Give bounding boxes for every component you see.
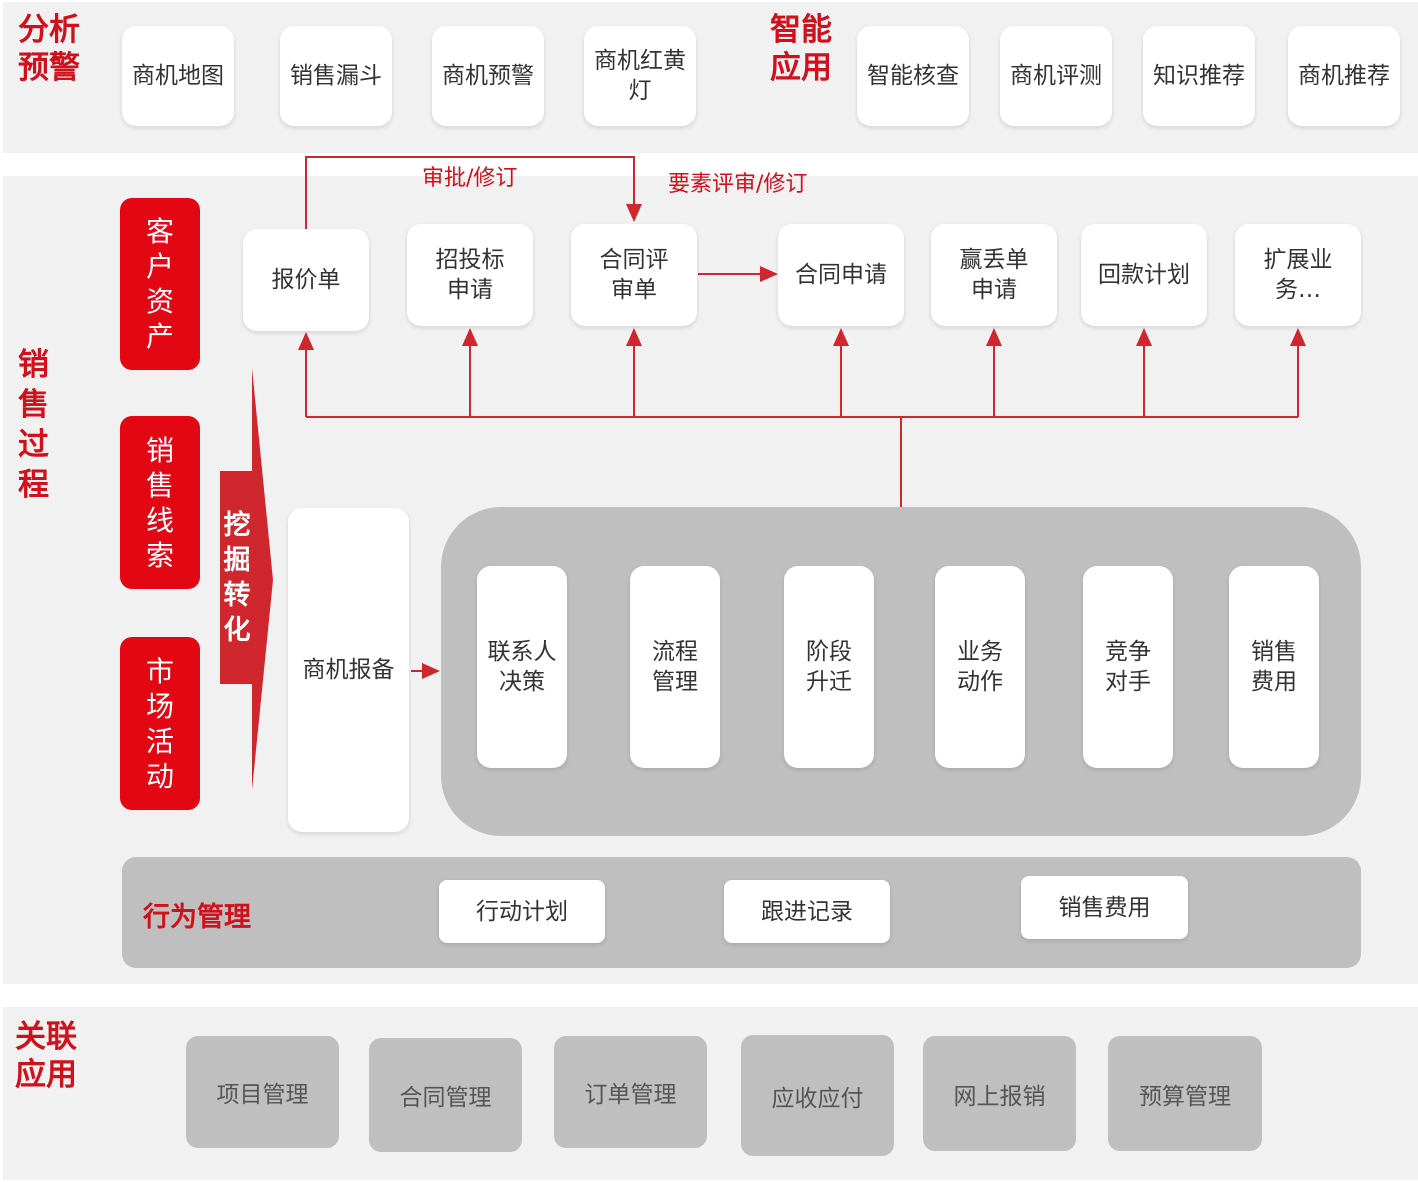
behavior-follow-up[interactable]: 跟进记录 (724, 880, 890, 943)
related-item[interactable]: 网上报销 (923, 1036, 1076, 1151)
module-stage[interactable]: 阶段升迁 (784, 566, 874, 768)
source-sales-leads[interactable]: 销售线索 (120, 416, 200, 589)
doc-contract-review[interactable]: 合同评审单 (571, 224, 697, 326)
doc-quote[interactable]: 报价单 (243, 229, 369, 331)
smart-item[interactable]: 智能核查 (857, 26, 969, 126)
modules-panel (441, 507, 1361, 836)
related-title: 关联应用 (15, 1019, 77, 1093)
opportunity-report[interactable]: 商机报备 (288, 508, 409, 832)
doc-win-loss[interactable]: 赢丢单申请 (931, 224, 1057, 326)
approve-label: 审批/修订 (422, 166, 518, 191)
module-contacts[interactable]: 联系人决策 (477, 566, 567, 768)
related-item[interactable]: 合同管理 (369, 1038, 522, 1152)
module-process[interactable]: 流程管理 (630, 566, 720, 768)
doc-payment-plan[interactable]: 回款计划 (1081, 224, 1207, 326)
behavior-expenses[interactable]: 销售费用 (1021, 876, 1188, 939)
smart-item[interactable]: 商机评测 (1000, 26, 1112, 126)
smart-item[interactable]: 商机推荐 (1288, 26, 1400, 126)
smart-item[interactable]: 知识推荐 (1143, 26, 1255, 126)
analysis-item[interactable]: 销售漏斗 (280, 26, 392, 126)
behavior-action-plan[interactable]: 行动计划 (439, 880, 605, 943)
doc-extended[interactable]: 扩展业务… (1235, 224, 1361, 326)
doc-bid[interactable]: 招投标申请 (407, 224, 533, 326)
related-item[interactable]: 预算管理 (1108, 1036, 1262, 1151)
smart-title: 智能应用 (770, 12, 832, 86)
module-competitors[interactable]: 竞争对手 (1083, 566, 1173, 768)
analysis-title: 分析预警 (18, 12, 80, 86)
source-market-activity[interactable]: 市场活动 (120, 637, 200, 810)
convert-label: 挖掘转化 (223, 510, 251, 646)
module-actions[interactable]: 业务动作 (935, 566, 1025, 768)
sales-process-title: 销售过程 (18, 347, 49, 503)
behavior-title: 行为管理 (143, 902, 251, 933)
convert-arrow-head (252, 368, 273, 790)
related-item[interactable]: 应收应付 (741, 1035, 894, 1156)
convert-arrow-body (220, 471, 253, 684)
analysis-item[interactable]: 商机地图 (122, 26, 234, 126)
review-label: 要素评审/修订 (668, 172, 808, 197)
doc-contract-apply[interactable]: 合同申请 (778, 224, 904, 326)
related-item[interactable]: 项目管理 (186, 1036, 339, 1148)
source-customer-assets[interactable]: 客户资产 (120, 198, 200, 370)
module-expenses[interactable]: 销售费用 (1229, 566, 1319, 768)
analysis-item[interactable]: 商机红黄灯 (584, 26, 696, 126)
related-item[interactable]: 订单管理 (554, 1036, 707, 1148)
analysis-item[interactable]: 商机预警 (432, 26, 544, 126)
